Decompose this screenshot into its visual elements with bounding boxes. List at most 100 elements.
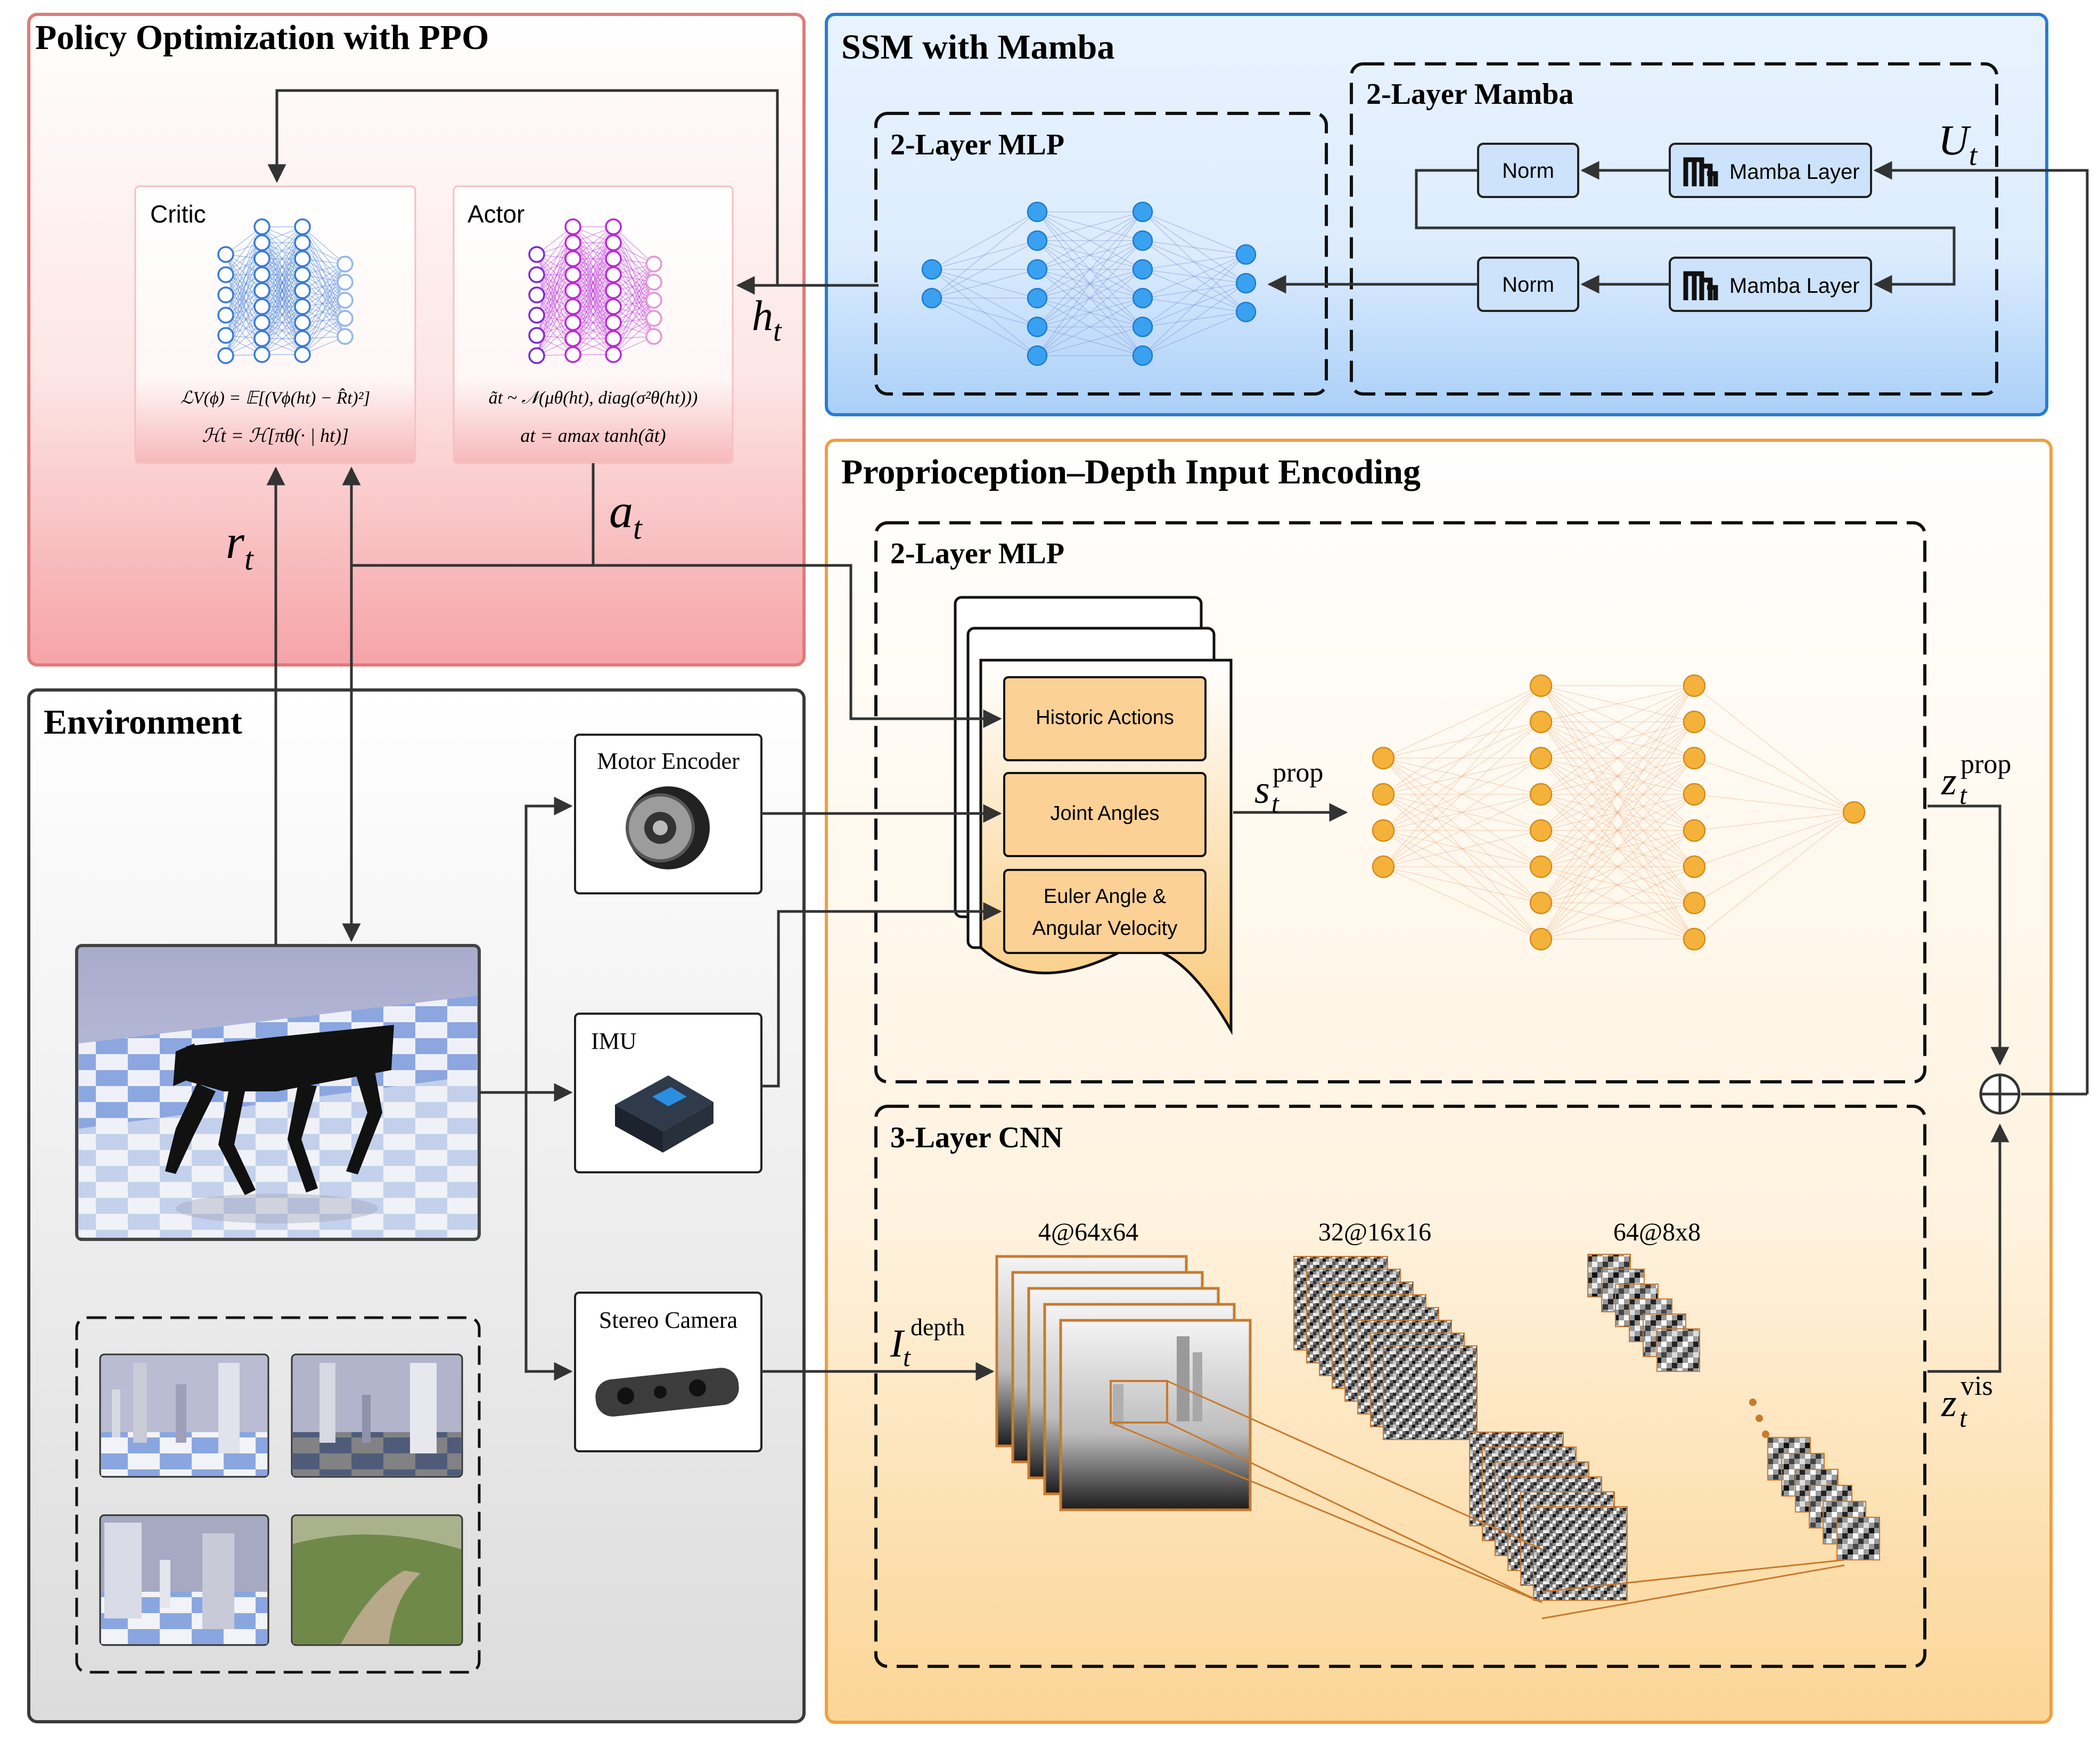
svg-text:at: at xyxy=(609,485,643,546)
symbol-r-t: rt xyxy=(226,516,254,577)
network-node xyxy=(1235,244,1257,265)
mamba-norm-bottom[interactable]: Norm xyxy=(1477,257,1579,312)
network-node xyxy=(1132,345,1153,366)
network-node xyxy=(605,298,622,315)
network-node xyxy=(1027,316,1048,338)
feature-map xyxy=(1533,1506,1628,1601)
cnn-l2-label: 32@16x16 xyxy=(1318,1218,1431,1246)
actor-sample: ãt ~ 𝒩(μθ(ht), diag(σ²θ(ht))) xyxy=(489,388,698,408)
network-node xyxy=(294,298,311,315)
symbol-z-prop: z t prop xyxy=(1941,749,2011,810)
network-node xyxy=(528,266,545,283)
network-node xyxy=(645,328,662,345)
network-node xyxy=(294,218,311,235)
network-node xyxy=(1529,819,1553,842)
network-node xyxy=(1529,855,1553,878)
mamba-layer-top[interactable]: Mamba Layer xyxy=(1669,143,1872,198)
network-node xyxy=(1683,819,1706,842)
network-node xyxy=(253,218,270,235)
network-node xyxy=(294,234,311,251)
network-node xyxy=(253,266,270,283)
network-node xyxy=(1683,674,1706,697)
mamba-layer-bottom[interactable]: Mamba Layer xyxy=(1669,257,1872,312)
network-node xyxy=(217,266,234,283)
cnn-layer1-label: 4@64x64 xyxy=(1038,1218,1138,1246)
terrain-pillars-1 xyxy=(99,1353,269,1478)
historic-actions-label: Historic Actions xyxy=(1036,706,1174,729)
network-node xyxy=(564,250,581,267)
feature-map xyxy=(1836,1517,1880,1560)
network-node xyxy=(645,256,662,273)
motor-encoder-icon xyxy=(626,786,710,869)
actor-label: Actor xyxy=(467,200,524,228)
network-node xyxy=(564,234,581,251)
mamba-norm-top[interactable]: Norm xyxy=(1477,143,1579,198)
joint-angles-box[interactable]: Joint Angles xyxy=(1003,772,1207,857)
network-node xyxy=(294,282,311,299)
symbol-a-t: at xyxy=(609,485,643,546)
svg-text:prop: prop xyxy=(1273,758,1323,788)
historic-actions-box[interactable]: Historic Actions xyxy=(1003,676,1207,761)
quadruped-robot-icon xyxy=(165,1025,394,1223)
network-node xyxy=(1132,259,1153,280)
mamba-layer-bottom-label: Mamba Layer xyxy=(1729,274,1860,298)
stereo-camera-label: Stereo Camera xyxy=(599,1307,737,1333)
terrain-natural xyxy=(291,1514,463,1646)
mamba-title: 2-Layer Mamba xyxy=(1366,78,1573,111)
critic-card: Critic ℒV(ϕ) = 𝔼[(Vϕ(ht) − R̂t)²] ℋt = ℋ… xyxy=(134,185,416,464)
depth-image-stack xyxy=(995,1255,1252,1511)
euler-angle-label-line1: Euler Angle & xyxy=(1044,885,1166,908)
network-node xyxy=(528,286,545,303)
network-node xyxy=(1683,710,1706,734)
network-node xyxy=(564,282,581,299)
svg-text:s: s xyxy=(1254,768,1270,812)
imu-label: IMU xyxy=(591,1028,637,1054)
network-node xyxy=(337,310,354,327)
network-node xyxy=(294,314,311,331)
network-node xyxy=(337,256,354,273)
svg-text:rt: rt xyxy=(226,516,254,577)
network-node xyxy=(564,218,581,235)
cnn-layer3-label: 64@8x8 xyxy=(1613,1218,1701,1246)
network-node xyxy=(1683,783,1706,806)
network-node xyxy=(564,314,581,331)
network-node xyxy=(1683,927,1706,951)
imu-device-icon xyxy=(615,1075,713,1153)
network-node xyxy=(294,266,311,283)
network-node xyxy=(528,246,545,263)
environment-title: Environment xyxy=(44,703,242,742)
ppo-panel: Policy Optimization with PPO xyxy=(27,13,806,667)
mamba-layer-top-label: Mamba Layer xyxy=(1729,160,1860,184)
network-node xyxy=(253,234,270,251)
network-node xyxy=(1842,801,1866,824)
network-node xyxy=(921,287,942,309)
proprio-mlp-network-icon xyxy=(1372,674,1866,951)
network-node xyxy=(1529,783,1553,806)
network-node xyxy=(294,346,311,363)
network-node xyxy=(645,274,662,291)
network-node xyxy=(1132,287,1153,309)
network-node xyxy=(1683,746,1706,770)
network-node xyxy=(564,266,581,283)
network-node xyxy=(217,286,234,303)
network-node xyxy=(337,274,354,291)
critic-entropy: ℋt = ℋ[πθ(· | ht)] xyxy=(202,425,349,446)
mamba-logo-icon xyxy=(1683,271,1718,300)
network-node xyxy=(645,310,662,327)
network-node xyxy=(1529,746,1553,770)
network-node xyxy=(605,330,622,347)
network-node xyxy=(1027,259,1048,280)
network-node xyxy=(217,246,234,263)
network-node xyxy=(1132,201,1153,223)
network-node xyxy=(564,330,581,347)
euler-angle-box[interactable]: Euler Angle & Angular Velocity xyxy=(1003,869,1207,954)
network-node xyxy=(253,330,270,347)
network-node xyxy=(1529,710,1553,734)
network-node xyxy=(564,298,581,315)
terrain-pillars-2 xyxy=(291,1353,463,1478)
network-node xyxy=(1529,674,1553,697)
imu-card: IMU xyxy=(574,1013,762,1173)
svg-text:prop: prop xyxy=(1960,749,2011,779)
svg-text:Ut: Ut xyxy=(1938,117,1978,172)
network-node xyxy=(528,327,545,344)
